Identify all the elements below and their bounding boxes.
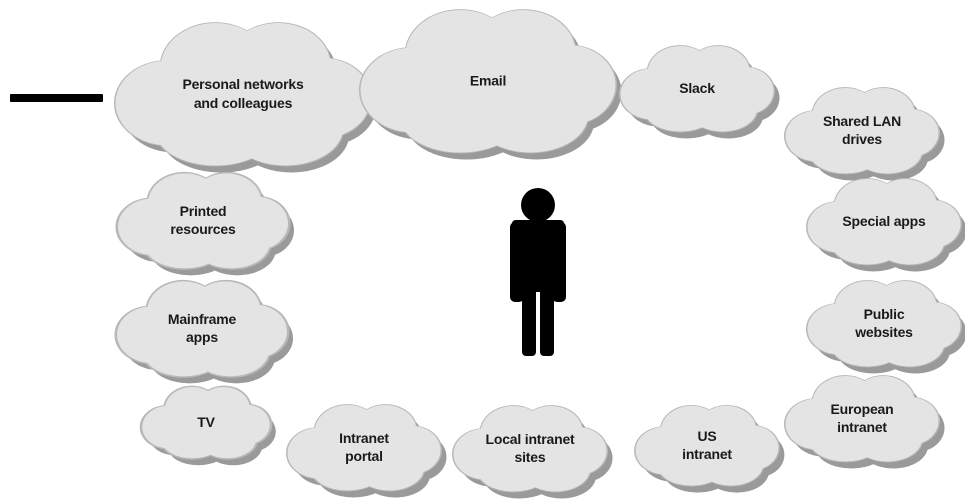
cloud-label: Shared LAN drives: [823, 113, 901, 147]
cloud-label-line: Printed: [180, 203, 227, 219]
person-icon: [510, 188, 566, 356]
cloud-label-line: resources: [170, 221, 236, 237]
cloud-label: Public websites: [854, 306, 913, 340]
cloud-label-line: Special apps: [842, 213, 926, 229]
cloud-label-line: TV: [197, 414, 215, 430]
cloud-public-websites: Public websites: [805, 280, 965, 374]
cloud-label-line: European: [831, 401, 894, 417]
cloud-label-line: intranet: [682, 446, 732, 462]
cloud-label-line: US: [697, 428, 716, 444]
cloud-label-line: Intranet: [339, 430, 389, 446]
cloud-label-line: portal: [345, 448, 383, 464]
cloud-shared-lan-drives: Shared LAN drives: [783, 87, 945, 181]
cloud-label: Email: [470, 72, 506, 88]
cloud-email: Email: [358, 9, 622, 160]
cloud-tv: TV: [139, 385, 276, 466]
cloud-label-line: Mainframe: [168, 311, 237, 327]
cloud-personal-networks: Personal networks and colleagues: [113, 22, 377, 173]
cloud-printed-resources: Printed resources: [115, 171, 294, 276]
cloud-label: US intranet: [682, 428, 732, 462]
cloud-label: Mainframe apps: [168, 311, 237, 345]
cloud-local-intranet-sites: Local intranet sites: [451, 405, 613, 499]
cloud-label: Intranet portal: [339, 430, 389, 464]
cloud-label-line: Email: [470, 72, 506, 88]
cloud-label: Local intranet sites: [486, 431, 576, 465]
cloud-label: European intranet: [831, 401, 894, 435]
cloud-slack: Slack: [618, 45, 780, 139]
dash-marker: [10, 94, 103, 102]
cloud-label-line: Shared LAN: [823, 113, 901, 129]
cloud-label: Printed resources: [170, 203, 236, 237]
cloud-european-intranet: European intranet: [783, 375, 945, 469]
cloud-label-line: sites: [515, 449, 546, 465]
cloud-label-line: websites: [854, 324, 913, 340]
cloud-label-line: and colleagues: [194, 95, 293, 111]
cloud-mainframe-apps: Mainframe apps: [114, 279, 293, 384]
cloud-label-line: Slack: [679, 80, 715, 96]
cloud-label: Slack: [679, 80, 715, 96]
cloud-label-line: Personal networks: [182, 76, 304, 92]
cloud-label: TV: [197, 414, 215, 430]
cloud-label-line: intranet: [837, 419, 887, 435]
cloud-special-apps: Special apps: [805, 178, 965, 272]
cloud-label: Personal networks and colleagues: [182, 76, 304, 111]
cloud-label: Special apps: [842, 213, 926, 229]
cloud-label-line: Local intranet: [486, 431, 576, 447]
cloud-label-line: apps: [186, 329, 218, 345]
cloud-label-line: drives: [842, 131, 882, 147]
cloud-us-intranet: US intranet: [634, 404, 785, 493]
cloud-label-line: Public: [864, 306, 905, 322]
cloud-intranet-portal: Intranet portal: [285, 404, 447, 498]
